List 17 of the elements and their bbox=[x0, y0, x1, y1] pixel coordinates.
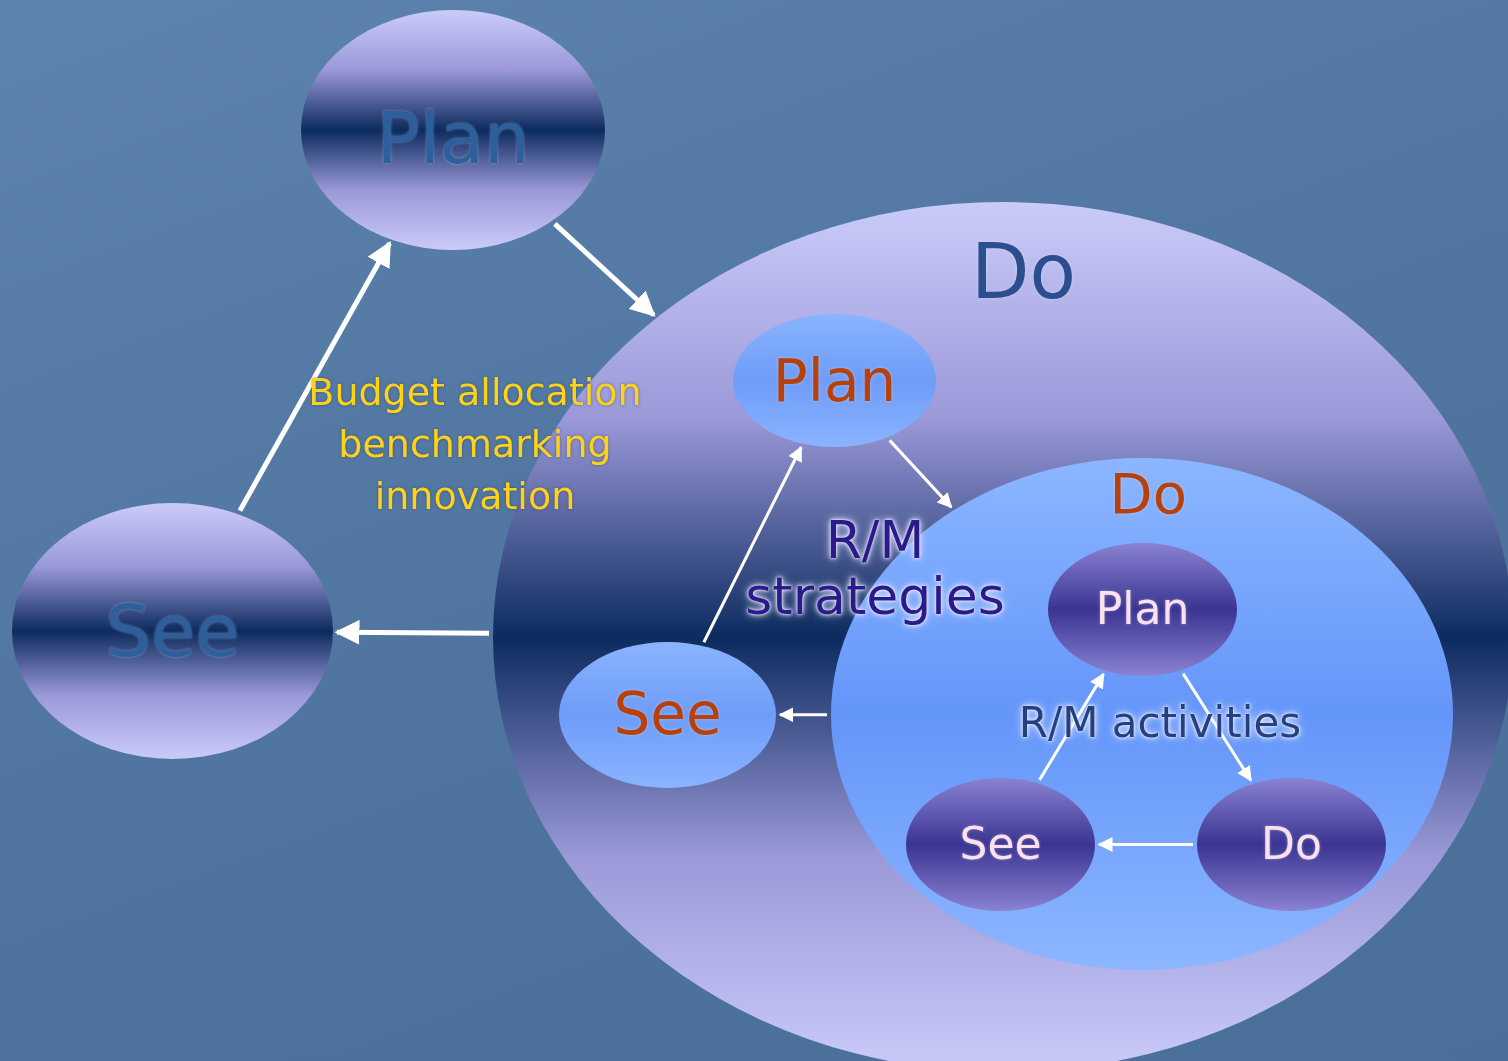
arrow bbox=[888, 439, 953, 509]
arrow bbox=[553, 222, 656, 317]
stage-label: Do bbox=[1260, 822, 1323, 866]
stage-label: See bbox=[958, 822, 1043, 866]
annotation-text: Budget allocation benchmarking innovation bbox=[307, 369, 643, 520]
arrow bbox=[237, 241, 392, 512]
arrow bbox=[778, 707, 827, 723]
arrow bbox=[702, 445, 803, 643]
stage-label: Plan bbox=[1094, 587, 1191, 631]
stage-label: See bbox=[104, 595, 241, 667]
stage-label: Do bbox=[1108, 466, 1188, 522]
stage-label: See bbox=[612, 685, 723, 743]
stage-label: Do bbox=[969, 234, 1077, 310]
stage-label: Plan bbox=[375, 102, 531, 174]
arrow bbox=[334, 619, 490, 645]
arrow bbox=[1097, 837, 1193, 852]
stage-label: Plan bbox=[771, 352, 898, 410]
